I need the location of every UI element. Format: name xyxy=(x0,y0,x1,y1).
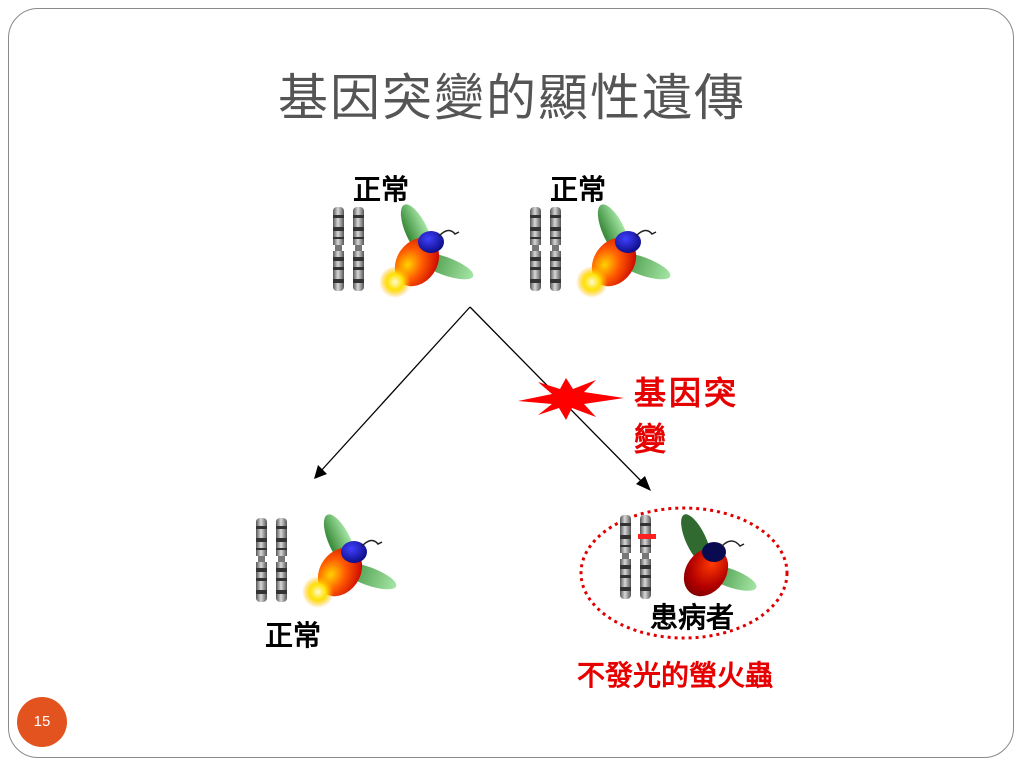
child-normal-chromosomes xyxy=(255,518,288,602)
parent-left-label: 正常 xyxy=(353,173,410,206)
child-affected-label: 患病者 xyxy=(650,601,735,634)
child-affected-chromosomes xyxy=(619,515,656,599)
arrowhead-right xyxy=(636,476,651,491)
parent-right-firefly-glowing xyxy=(575,199,675,299)
slide-frame xyxy=(8,8,1014,758)
slide-title: 基因突變的顯性遺傳 xyxy=(278,69,746,127)
child-normal-firefly-glowing xyxy=(301,509,401,609)
affected-highlight-circle xyxy=(579,506,789,640)
page-number-badge: 15 xyxy=(17,697,67,747)
affected-note: 不發光的螢火蟲 xyxy=(577,659,774,692)
parent-right-label: 正常 xyxy=(550,173,607,206)
mutation-label: 基因突變 xyxy=(634,374,740,458)
parent-left-firefly-glowing xyxy=(378,199,478,299)
mutation-burst-icon xyxy=(518,378,624,420)
arrowhead-left xyxy=(314,465,327,479)
parent-left-chromosomes xyxy=(332,207,365,291)
child-normal-label: 正常 xyxy=(265,619,322,652)
child-affected-firefly-dark xyxy=(673,509,761,606)
parent-right-chromosomes xyxy=(529,207,562,291)
